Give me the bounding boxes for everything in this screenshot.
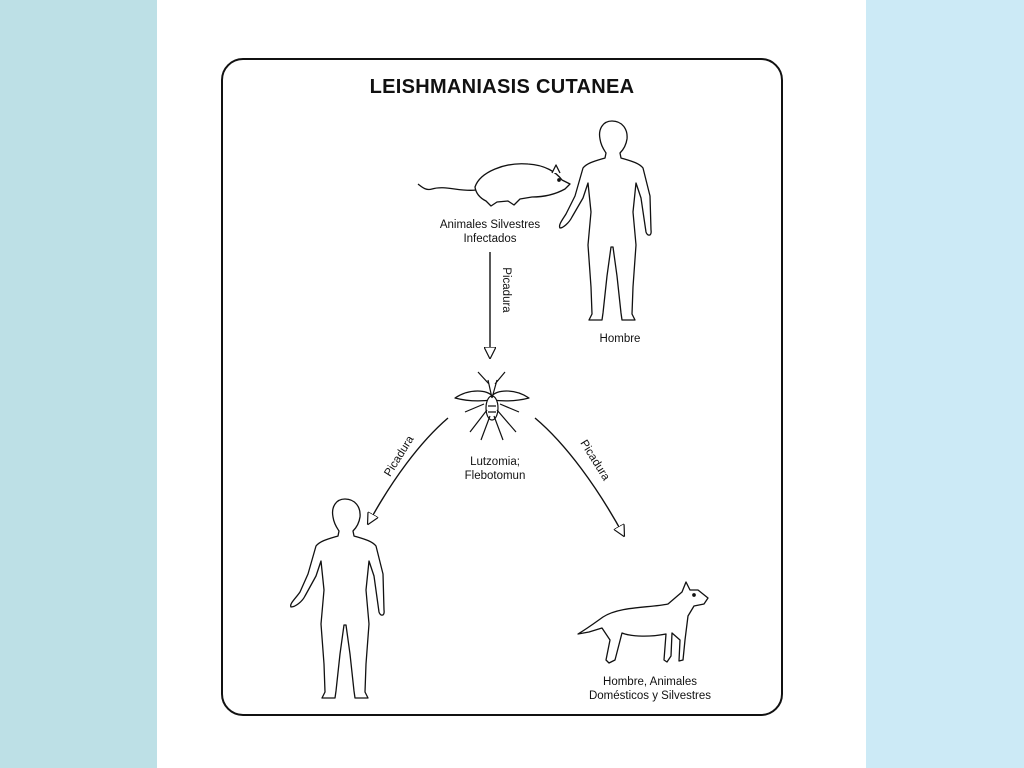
sandfly-icon — [454, 371, 530, 441]
edge-label-reservoir-to-vector: Picadura — [500, 267, 512, 313]
edge-label-vector-to-animals: Picadura — [577, 438, 612, 483]
hosts-label-line1: Hombre, Animales — [603, 676, 697, 688]
rat-icon — [417, 163, 571, 207]
right-side-panel — [866, 0, 1024, 768]
vector-label-line1: Lutzomia; — [470, 456, 520, 468]
dog-icon — [577, 581, 709, 664]
human-top-label: Hombre — [580, 332, 660, 346]
human-top-icon — [558, 120, 652, 321]
reservoir-label-line2: Infectados — [463, 233, 517, 245]
diagram-title: LEISHMANIASIS CUTANEA — [369, 76, 635, 98]
left-side-panel — [0, 0, 157, 768]
reservoir-label: Animales Silvestres Infectados — [420, 218, 560, 246]
hosts-label: Hombre, Animales Domésticos y Silvestres — [570, 675, 730, 703]
human-bottom-icon — [290, 498, 385, 699]
reservoir-label-line1: Animales Silvestres — [439, 219, 541, 231]
vector-label: Lutzomia; Flebotomun — [440, 455, 550, 483]
vector-label-line2: Flebotomun — [464, 470, 526, 482]
human-top-label-text: Hombre — [599, 333, 641, 345]
hosts-label-line2: Domésticos y Silvestres — [588, 690, 712, 702]
arrow-vector-to-human — [368, 417, 449, 524]
arrow-vector-to-animals — [534, 417, 624, 536]
